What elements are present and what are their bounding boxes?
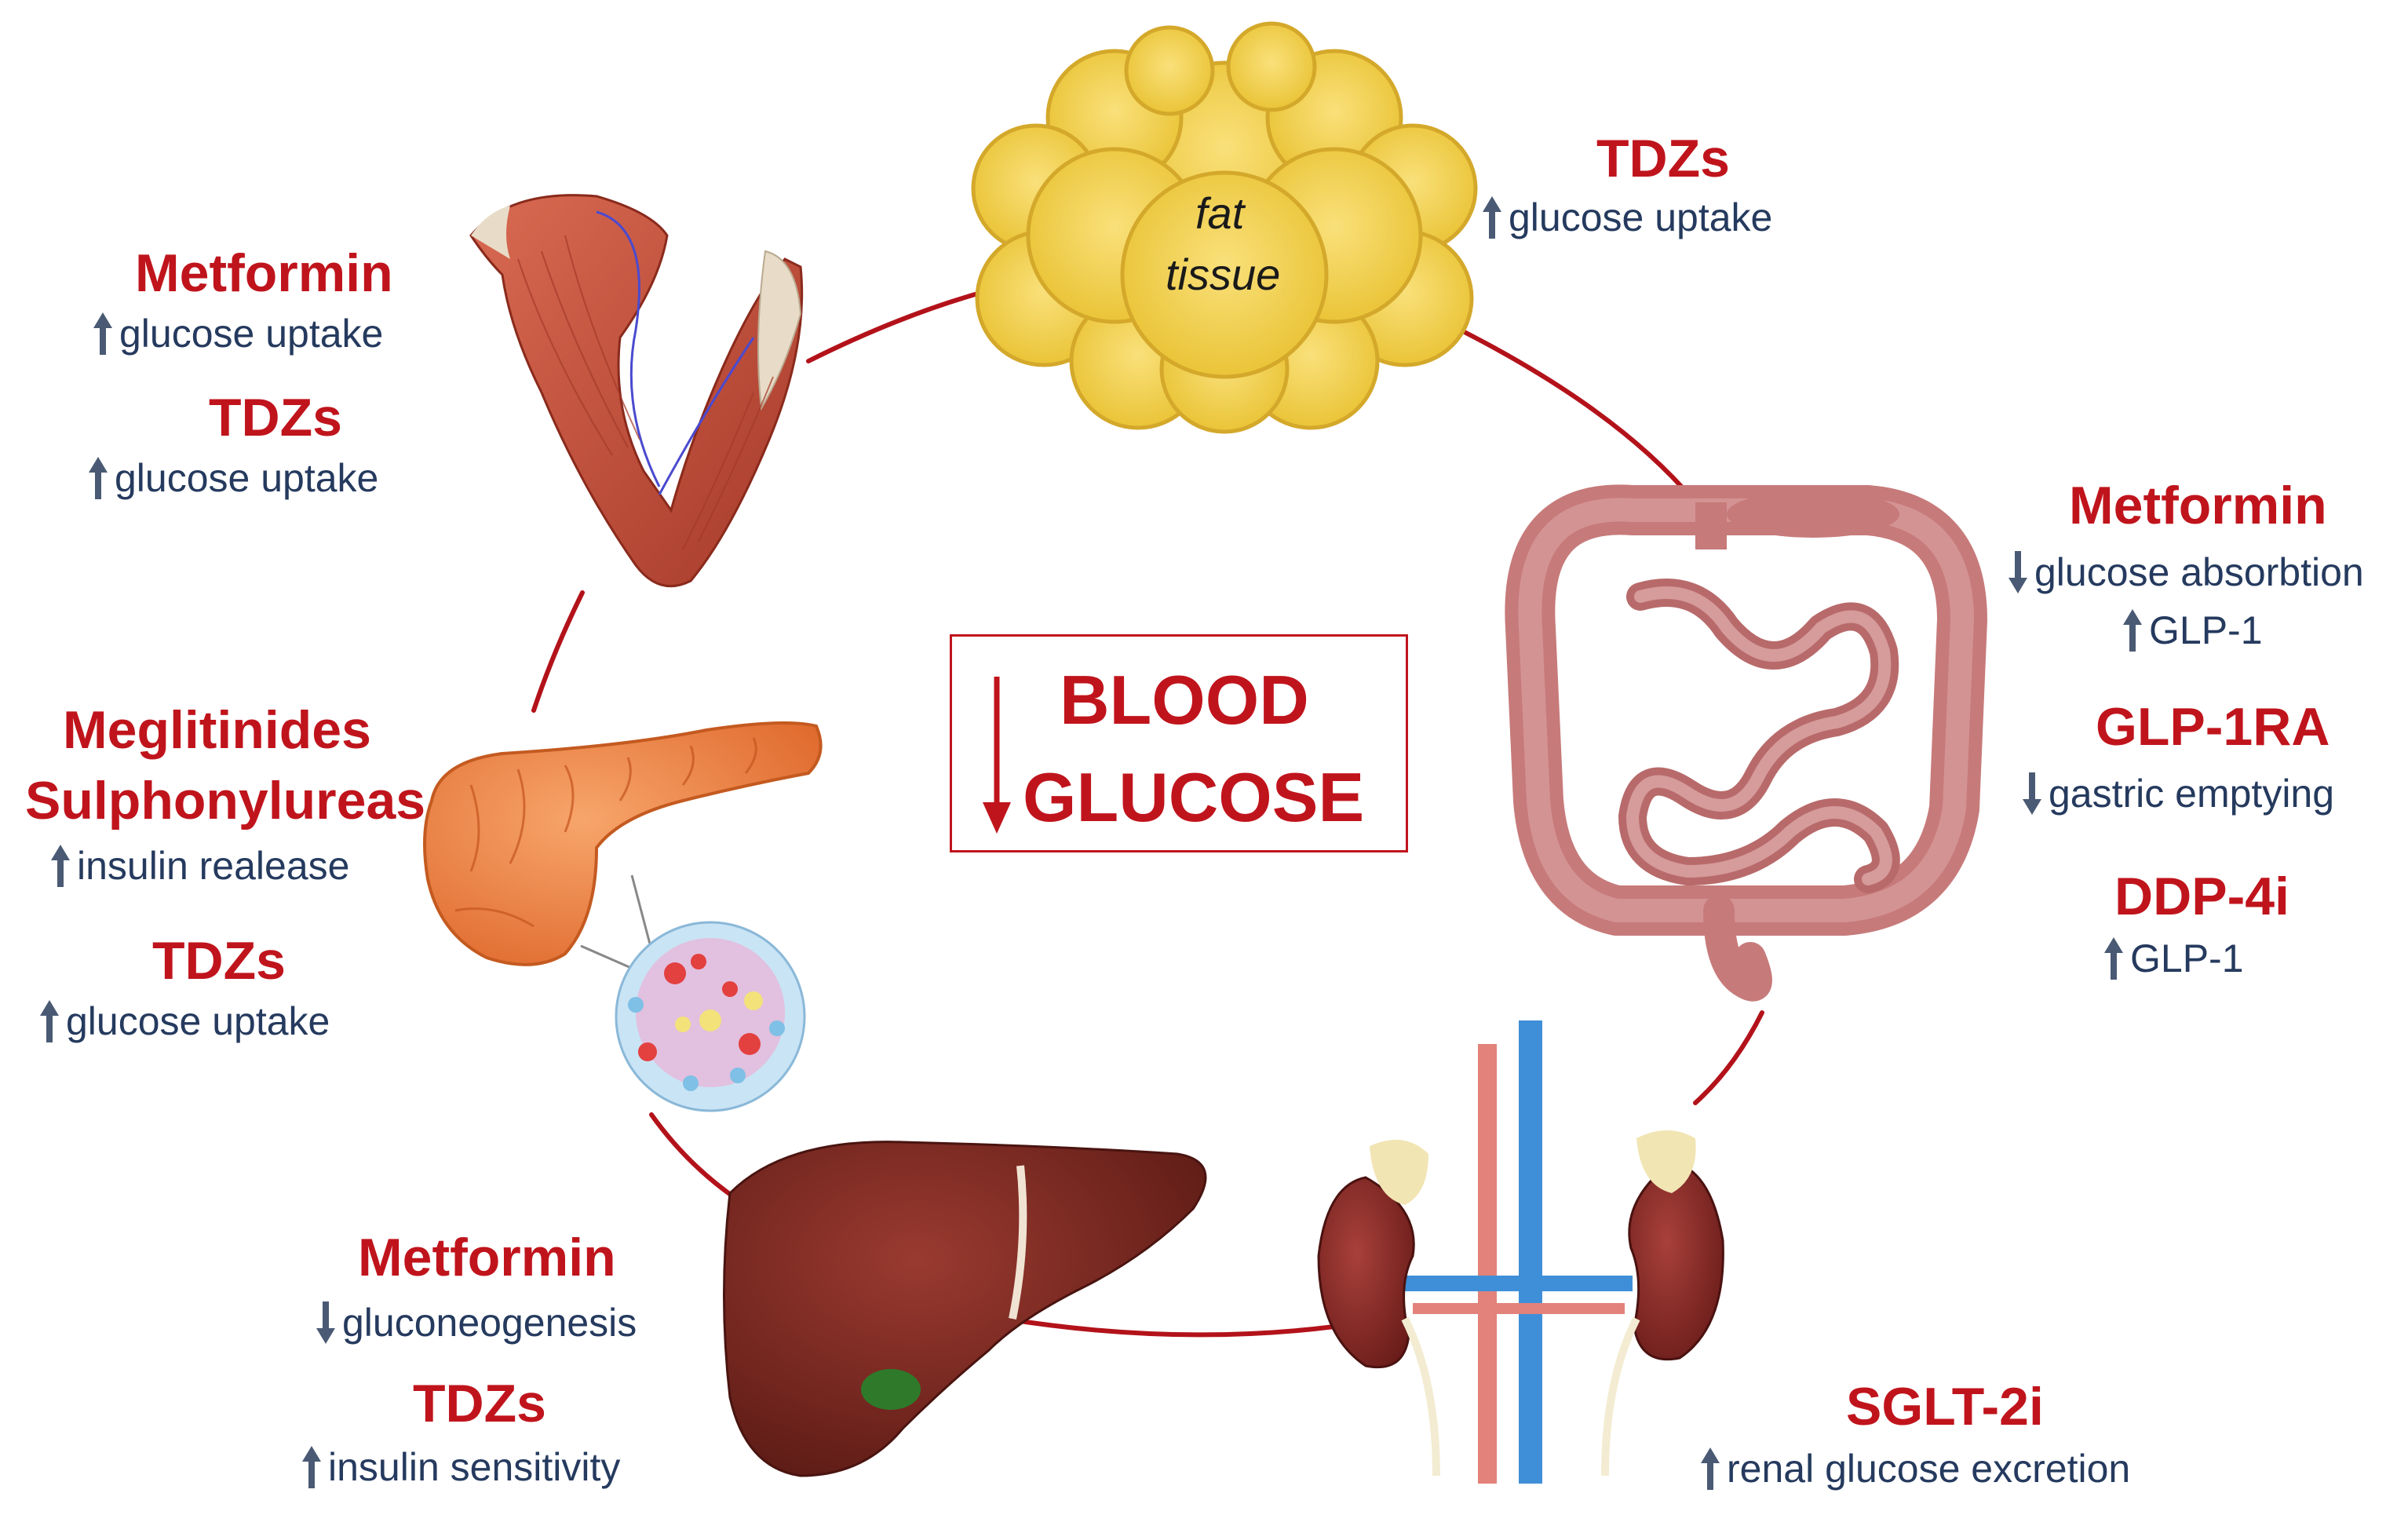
arrow-up-icon (89, 457, 108, 499)
muscle-drug-tdzs: TDZs (209, 388, 342, 447)
pancreas-drug-meglitinides: Meglitinides (63, 700, 371, 760)
kidneys-icon (1317, 1020, 1724, 1484)
intestine-effect-2: GLP-1 (2122, 608, 2263, 653)
intestine-drug-metformin: Metformin (2069, 476, 2327, 535)
kidney-effect-text: renal glucose excretion (1727, 1447, 2131, 1491)
cycle-arc (1450, 323, 1698, 505)
muscle-effect-2-text: glucose uptake (115, 456, 379, 500)
liver-drug-tdzs: TDZs (413, 1374, 546, 1433)
arrow-up-icon (1701, 1447, 1720, 1490)
cycle-arcs (531, 288, 1764, 1338)
intestine-effect-3: gastric emptying (2022, 771, 2334, 816)
arrow-down-icon (2023, 772, 2041, 815)
arrow-down-icon (983, 677, 1011, 834)
arrow-up-icon (51, 845, 70, 887)
liver-drug-metformin: Metformin (358, 1228, 616, 1287)
arrow-up-icon (40, 1000, 59, 1042)
arrow-up-icon (302, 1446, 321, 1488)
fat-effect: glucose uptake (1482, 195, 1772, 240)
arrow-up-icon (2104, 937, 2123, 980)
arrow-down-icon (316, 1301, 335, 1344)
liver-effect-2-text: insulin sensitivity (328, 1445, 621, 1489)
pancreas-effect-1-text: insulin realease (77, 844, 350, 888)
liver-effect-1: gluconeogenesis (316, 1300, 637, 1345)
arrow-down-icon (2008, 551, 2027, 593)
muscle-effect-1-text: glucose uptake (119, 312, 384, 356)
intestine-effect-3-text: gastric emptying (2049, 772, 2335, 816)
intestine-drug-glp1ra: GLP-1RA (2096, 697, 2330, 757)
pancreas-effect-1: insulin realease (50, 843, 349, 889)
pancreas-drug-sulphonylureas: Sulphonylureas (25, 771, 426, 831)
fat-tissue-label-line2: tissue (1166, 250, 1281, 299)
intestine-effect-1: glucose absorbtion (2008, 549, 2364, 595)
islet-cells-icon (615, 921, 806, 1112)
kidney-effect: renal glucose excretion (1700, 1446, 2130, 1491)
center-title-line2: GLUCOSE (1023, 758, 1365, 836)
intestine-drug-ddp4i: DDP-4i (2114, 867, 2289, 926)
liver-effect-2: insulin sensitivity (301, 1444, 620, 1490)
cycle-arc (1693, 1010, 1764, 1105)
intestine-effect-1-text: glucose absorbtion (2034, 550, 2364, 594)
intestine-effect-2-text: GLP-1 (2149, 608, 2263, 652)
cycle-arc (1002, 1316, 1337, 1338)
arrow-up-icon (1483, 196, 1501, 239)
muscle-effect-2: glucose uptake (88, 455, 378, 501)
kidney-drug-sglt2i: SGLT-2i (1846, 1377, 2044, 1437)
arrow-up-icon (2123, 609, 2142, 652)
muscle-drug-metformin: Metformin (135, 243, 393, 303)
pancreas-drug-tdzs: TDZs (152, 931, 286, 991)
liver-icon (723, 1141, 1207, 1477)
cycle-arc (806, 288, 991, 363)
pancreas-effect-2: glucose uptake (39, 998, 330, 1044)
intestine-icon (1505, 484, 1987, 1002)
intestine-effect-4-text: GLP-1 (2130, 936, 2244, 980)
blood-glucose-box (950, 634, 1408, 852)
fat-effect-text: glucose uptake (1509, 195, 1773, 239)
fat-drug-tdzs: TDZs (1596, 129, 1730, 188)
fat-tissue-icon (971, 21, 1478, 434)
pancreas-icon (423, 721, 823, 975)
muscle-icon (469, 194, 804, 588)
center-title-line1: BLOOD (1060, 661, 1309, 739)
arrow-up-icon (93, 312, 112, 355)
cycle-arc (531, 590, 585, 713)
pancreas-effect-2-text: glucose uptake (66, 999, 330, 1043)
intestine-effect-4: GLP-1 (2103, 936, 2244, 981)
fat-tissue-label-line1: fat (1195, 188, 1245, 238)
muscle-effect-1: glucose uptake (93, 311, 383, 356)
liver-effect-1-text: gluconeogenesis (342, 1301, 637, 1345)
